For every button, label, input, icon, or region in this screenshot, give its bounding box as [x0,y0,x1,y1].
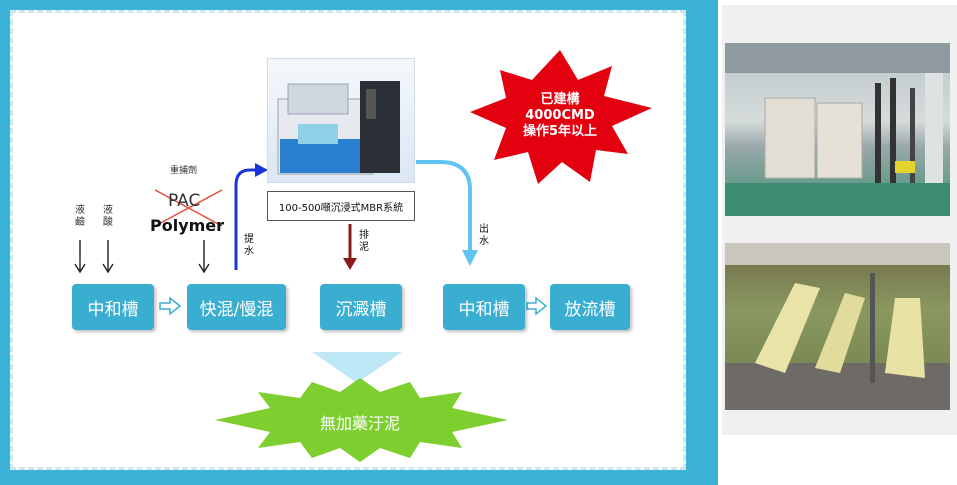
sludge-label: 排泥 [359,230,369,253]
polymer-label: Polymer [150,216,225,235]
outflow-arrow [416,160,478,266]
mbr-caption: 100-500噸沉浸式MBR系統 [267,191,415,221]
neutral-tank-2: 中和槽 [443,284,525,330]
dosing-arrow-acid [74,240,86,274]
facility-photo-illustration [725,43,950,216]
mbr-system-image [267,58,415,183]
chemical-acid-label: 液鹼 [75,205,85,228]
neutral-tank-1: 中和槽 [72,284,154,330]
dosing-arrow-polymer [198,240,210,274]
result-label: 無加藥汙泥 [319,414,400,433]
lift-label: 提水 [244,234,254,257]
pac-cross-mark [154,189,223,227]
result-starburst [215,378,508,462]
flow-arrow-2 [526,296,548,316]
discharge-tank: 放流槽 [550,284,630,330]
lift-arrow [234,163,268,270]
capacity-line3: 操作5年以上 [522,124,598,139]
flocculant-label: 重捕劑 [170,166,198,176]
membrane-photo-illustration [725,243,950,410]
sludge-funnel [312,352,402,383]
pac-label: PAC [168,191,201,211]
capacity-starburst [470,50,652,184]
flow-arrow-1 [159,296,182,316]
flow-arrows [74,50,652,462]
capacity-line1: 已建構 [540,92,580,107]
chemical-base-label: 液酸 [103,205,113,228]
mbr-equipment-illustration [277,81,400,175]
dosing-arrow-base [102,240,114,274]
capacity-text: 已建構 4000CMD 操作5年以上 [510,92,610,140]
sludge-arrow [343,224,357,270]
capacity-line2: 4000CMD [525,108,595,123]
outflow-label: 出水 [479,224,489,247]
membrane-photo [725,243,950,410]
rapid-slow-mix-tank: 快混/慢混 [187,284,286,330]
sedimentation-tank: 沉澱槽 [320,284,402,330]
facility-photo [725,43,950,216]
